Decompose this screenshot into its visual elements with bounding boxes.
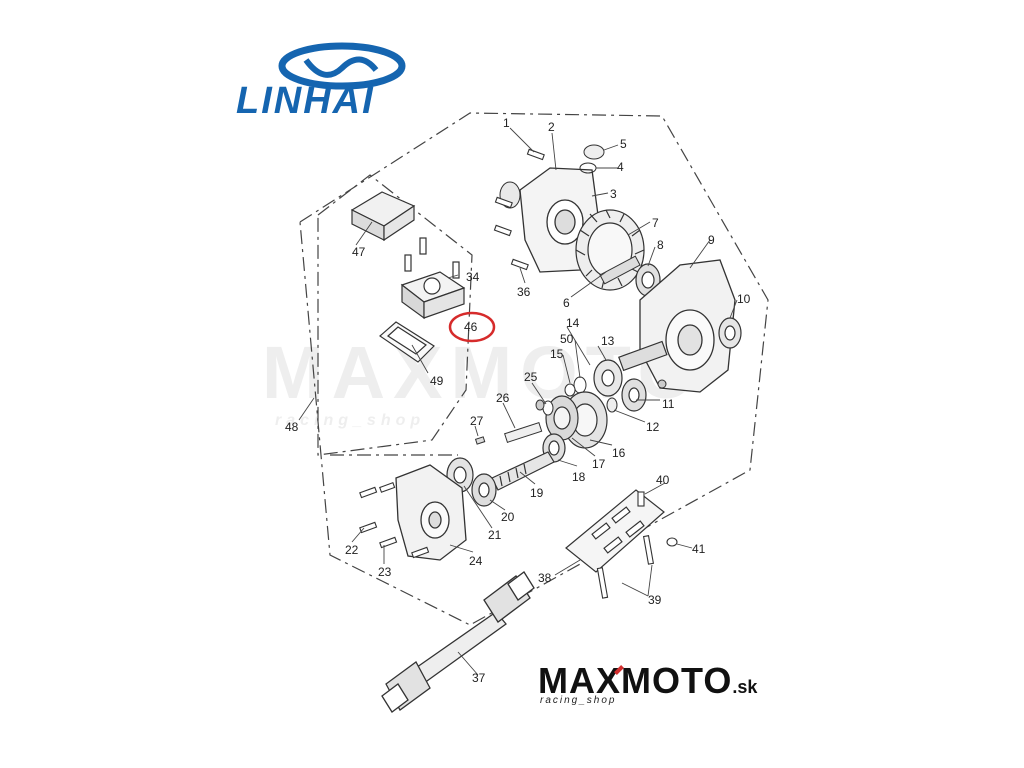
callout-36: 36 xyxy=(517,285,531,299)
part-49-gasket xyxy=(379,321,435,363)
part-24-rear-housing xyxy=(395,464,467,561)
callout-19: 19 xyxy=(530,486,544,500)
callout-38: 38 xyxy=(538,571,552,585)
callout-10: 10 xyxy=(737,292,751,306)
assembly-boundary xyxy=(299,112,769,626)
maxmoto-logo-suffix: .sk xyxy=(732,677,758,697)
part-38-skid-plate xyxy=(565,489,665,573)
callout-3: 3 xyxy=(610,187,617,201)
part-11-bearing xyxy=(621,378,647,412)
callout-12: 12 xyxy=(646,420,660,434)
callout-47: 47 xyxy=(352,245,366,259)
callout-7: 7 xyxy=(652,216,659,230)
callout-34: 34 xyxy=(466,270,480,284)
callout-9: 9 xyxy=(708,233,715,247)
part-17-gear xyxy=(545,395,579,441)
linhai-logo-text: LINHAI xyxy=(236,80,375,122)
callout-46: 46 xyxy=(464,320,478,334)
callout-20: 20 xyxy=(501,510,515,524)
callout-50: 50 xyxy=(560,332,574,346)
part-9-main-housing xyxy=(639,259,736,393)
callout-40: 40 xyxy=(656,473,670,487)
callout-2: 2 xyxy=(548,120,555,134)
part-10-seal xyxy=(718,317,742,349)
subassembly-boundary xyxy=(317,174,473,456)
callout-4: 4 xyxy=(617,160,624,174)
callout-11: 11 xyxy=(662,397,675,411)
callout-41: 41 xyxy=(692,542,706,556)
maxmoto-logo-moto: MOTO xyxy=(621,660,733,701)
callout-13: 13 xyxy=(601,334,615,348)
callout-8: 8 xyxy=(657,238,664,252)
callout-26: 26 xyxy=(496,391,510,405)
part-19-shaft xyxy=(491,451,555,491)
part-46-block xyxy=(400,271,466,320)
linhai-logo-swoosh xyxy=(278,42,406,90)
part-5-cap xyxy=(583,144,605,160)
callout-37: 37 xyxy=(472,671,486,685)
callout-5: 5 xyxy=(620,137,627,151)
callout-16: 16 xyxy=(612,446,626,460)
callout-39: 39 xyxy=(648,593,662,607)
callout-14: 14 xyxy=(566,316,580,330)
callout-6: 6 xyxy=(563,296,570,310)
callout-18: 18 xyxy=(572,470,586,484)
maxmoto-logo: MAXMOTO.sk xyxy=(538,660,758,701)
callout-17: 17 xyxy=(592,457,606,471)
part-47-cover xyxy=(350,191,416,242)
callout-25: 25 xyxy=(524,370,538,384)
callout-24: 24 xyxy=(469,554,483,568)
part-27-pin xyxy=(474,436,486,445)
callout-27: 27 xyxy=(470,414,484,428)
maxmoto-tagline: racing_shop xyxy=(540,695,617,706)
callout-23: 23 xyxy=(378,565,392,579)
part-37-drive-shaft xyxy=(381,571,535,713)
callout-22: 22 xyxy=(345,543,359,557)
maxmoto-logo-max: MAX xyxy=(538,660,621,701)
part-20-bearing xyxy=(471,473,497,507)
callout-21: 21 xyxy=(488,528,502,542)
part-13-gear xyxy=(593,359,623,397)
part-26-pin xyxy=(504,422,543,443)
part-14-shaft xyxy=(618,340,668,372)
callout-15: 15 xyxy=(550,347,564,361)
callout-1: 1 xyxy=(503,116,510,130)
watermark-tagline: racing_shop xyxy=(275,412,426,429)
callout-49: 49 xyxy=(430,374,444,388)
callout-48: 48 xyxy=(285,420,299,434)
highlight-circle-46 xyxy=(448,311,496,343)
